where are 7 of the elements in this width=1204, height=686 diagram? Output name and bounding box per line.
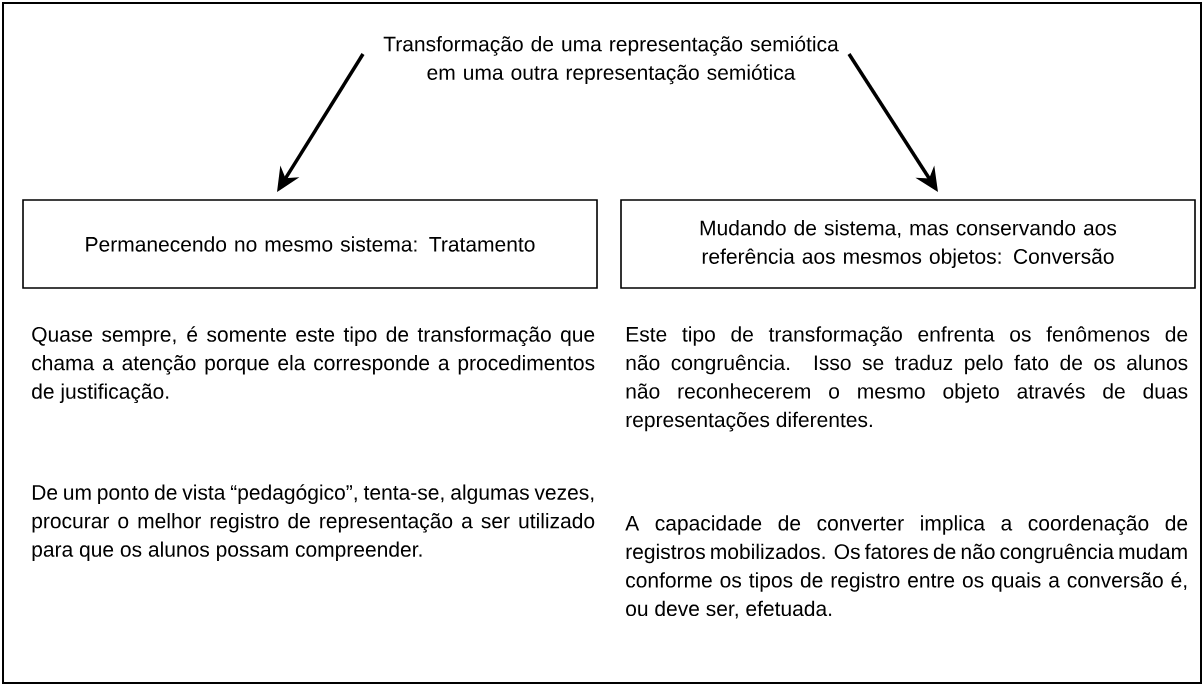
- process-box: Mudando de sistema, mas conservando aos referência aos mesmos objetos: Conversão: [620, 199, 1196, 289]
- paragraph: Este tipo de transformação enfrenta os fenômenos de não congruência. Isso se traduz pelo fato de os alunos não reconhecerem o mesmo objeto através de duas representações diferentes.: [626, 326, 1188, 432]
- paragraph: De um ponto de vista “pedagógico”, tenta-se, algumas vezes, procurar o melhor registro de representação a ser utilizado para que os alunos possam compreender.: [32, 484, 595, 561]
- heading-text: Transformação de uma representação semiótica em uma outra representação semiótica: [383, 35, 839, 85]
- process-box: Permanecendo no mesmo sistema: Tratamento: [22, 199, 598, 289]
- paragraph: Quase sempre, é somente este tipo de transformação que chama a atenção porque ela corresponde a procedimentos de justificação.: [32, 326, 595, 404]
- paragraph: A capacidade de converter implica a coordenação de registros mobilizados. Os fatores de não congruência mudam conforme os tipos de registro entre os quais a conversão é, ou deve ser, efetuada.: [625, 515, 1188, 619]
